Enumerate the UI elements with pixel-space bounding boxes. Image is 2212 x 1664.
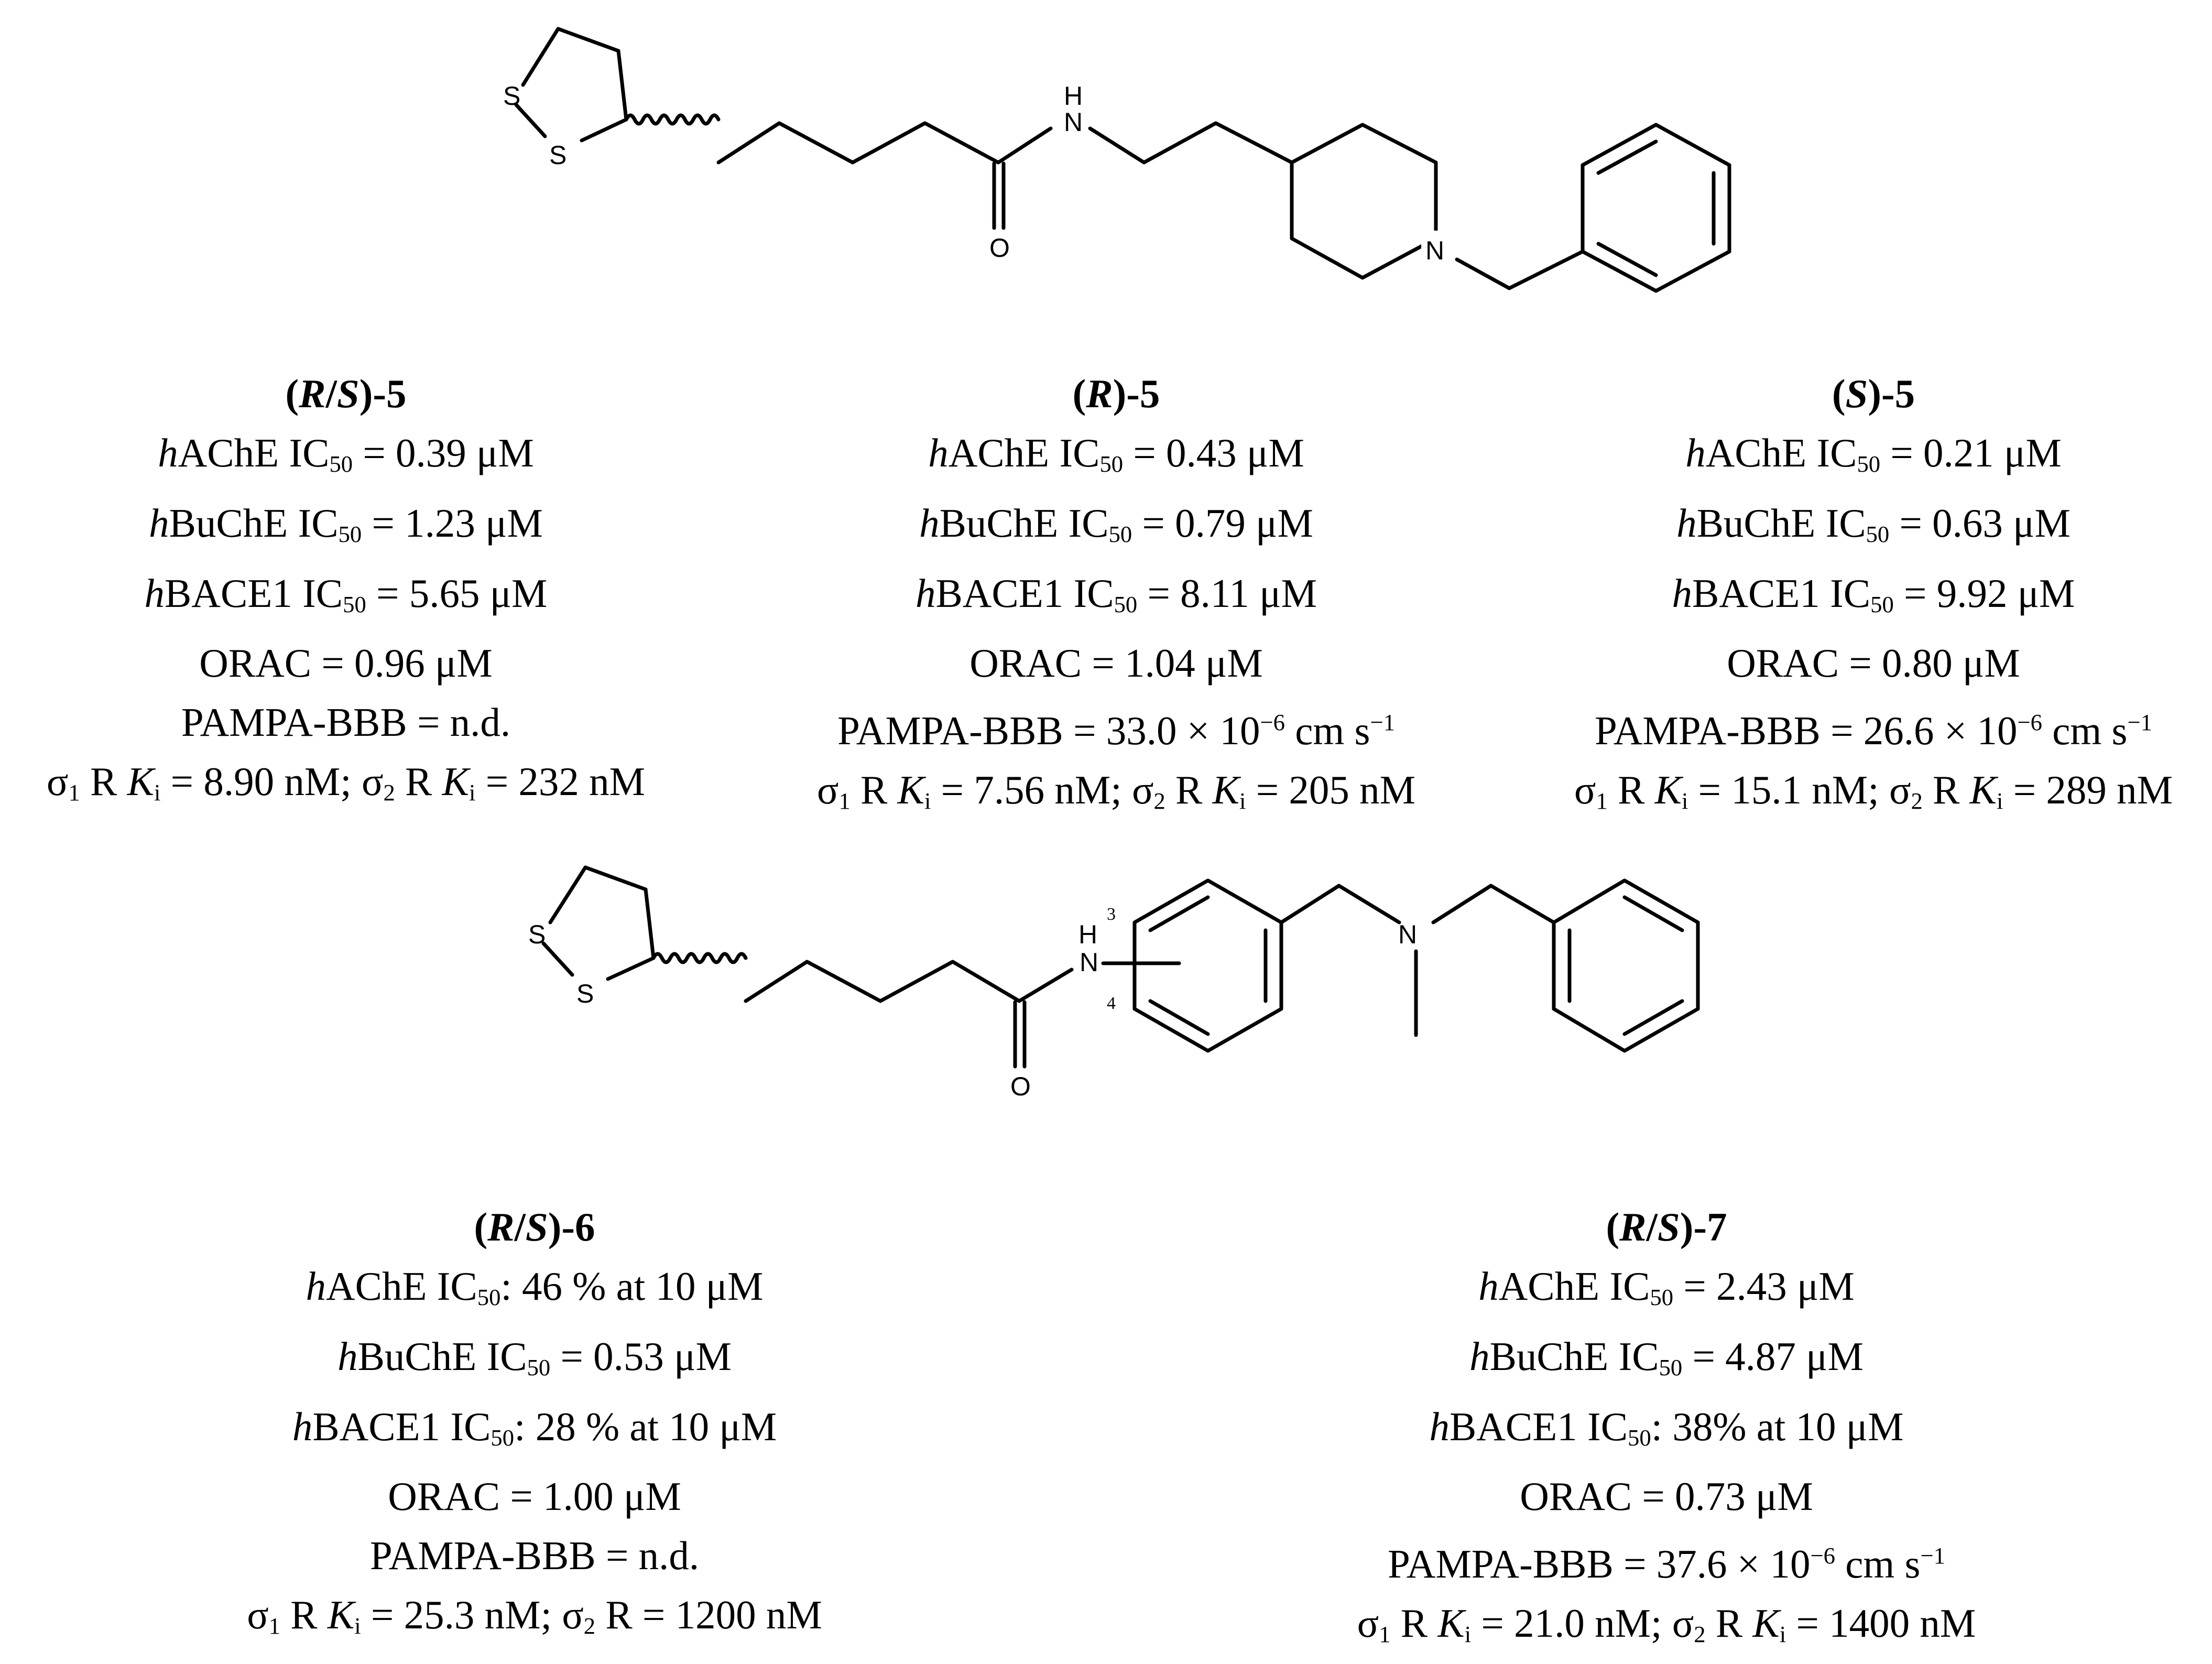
bond: [580, 117, 628, 143]
bond: [1507, 249, 1585, 290]
wavy-stereo-bond: [651, 952, 748, 964]
compound-block-s5: (S)-5 hAChE IC50 = 0.21 μM hBuChE IC50 =…: [1538, 364, 2209, 831]
compound-name: (R/S)-7: [1606, 1204, 1727, 1249]
atom-label-n: N: [1398, 920, 1417, 949]
atom-label-s: S: [503, 81, 520, 111]
hbuche-value: hBuChE IC50 = 0.79 μM: [919, 500, 1313, 547]
pampa-value: PAMPA-BBB = 37.6 × 10−6 cm s−1: [1387, 1541, 1946, 1587]
hbace1-value: hBACE1 IC50 = 5.65 μM: [144, 570, 548, 617]
compound-block-rs7: (R/S)-7 hAChE IC50 = 2.43 μM hBuChE IC50…: [1321, 1198, 2012, 1664]
atom-label-h: H: [1064, 81, 1083, 111]
wavy-stereo-bond: [624, 113, 721, 126]
atom-label-s: S: [549, 140, 566, 170]
hbuche-value: hBuChE IC50 = 0.53 μM: [337, 1333, 732, 1380]
alkyl-chain: [716, 121, 1000, 165]
ethyl-linker: [1088, 121, 1294, 165]
benzene-ring: [1132, 878, 1283, 1053]
hbace1-value: hBACE1 IC50: 38% at 10 μM: [1429, 1404, 1904, 1451]
hbuche-value: hBuChE IC50 = 4.87 μM: [1469, 1333, 1864, 1380]
aromatic-bond: [1148, 895, 1210, 932]
bond: [1017, 967, 1074, 1003]
bond: [514, 103, 547, 138]
aromatic-bond: [1622, 999, 1684, 1036]
bond: [521, 27, 560, 87]
bond: [1455, 257, 1511, 290]
hbuche-value: hBuChE IC50 = 1.23 μM: [149, 500, 543, 547]
bond: [1279, 884, 1341, 925]
benzene-ring: [1581, 123, 1731, 293]
structure-1-diagram: S S O H N N: [503, 27, 1731, 293]
hache-value: hAChE IC50: 46 % at 10 μM: [306, 1264, 764, 1310]
atom-label-s: S: [576, 979, 594, 1008]
pampa-value: PAMPA-BBB = n.d.: [369, 1533, 700, 1579]
orac-value: ORAC = 0.80 μM: [1727, 640, 2020, 686]
compound-name: (R/S)-5: [285, 371, 407, 416]
compound-name: (R)-5: [1072, 371, 1160, 416]
orac-value: ORAC = 1.00 μM: [388, 1474, 681, 1519]
hache-value: hAChE IC50 = 0.43 μM: [928, 430, 1304, 477]
atom-label-s: S: [528, 920, 546, 949]
sigma-receptor-values: σ1 R Ki = 21.0 nM; σ2 R Ki = 1400 nM: [1357, 1601, 1976, 1648]
bond: [616, 49, 628, 122]
bond: [996, 126, 1053, 165]
bond: [556, 27, 620, 53]
atom-label-h: H: [1078, 920, 1097, 949]
bond: [548, 865, 587, 925]
bond: [606, 956, 656, 981]
compound-name: (R/S)-6: [474, 1204, 595, 1249]
compound-block-r5: (R)-5 hAChE IC50 = 0.43 μM hBuChE IC50 =…: [770, 364, 1462, 831]
position-label: 3: [1107, 905, 1116, 924]
pampa-value: PAMPA-BBB = n.d.: [181, 700, 511, 745]
hbace1-value: hBACE1 IC50 = 8.11 μM: [915, 570, 1317, 617]
benzene-ring: [1552, 878, 1700, 1053]
aromatic-bond: [1148, 999, 1210, 1036]
hache-value: hAChE IC50 = 0.39 μM: [158, 430, 534, 477]
position-label: 4: [1107, 994, 1116, 1013]
compound-block-rs5: (R/S)-5 hAChE IC50 = 0.39 μM hBuChE IC50…: [10, 364, 681, 822]
hache-value: hAChE IC50 = 2.43 μM: [1478, 1264, 1855, 1310]
bond: [541, 941, 574, 977]
aromatic-bond: [1596, 242, 1658, 277]
orac-value: ORAC = 0.96 μM: [199, 640, 493, 686]
aromatic-bond: [1596, 139, 1658, 175]
hbuche-value: hBuChE IC50 = 0.63 μM: [1676, 500, 2071, 547]
sigma-receptor-values: σ1 R Ki = 25.3 nM; σ2 R = 1200 nM: [247, 1592, 822, 1639]
pampa-value: PAMPA-BBB = 33.0 × 10−6 cm s−1: [837, 708, 1396, 754]
hbace1-value: hBACE1 IC50: 28 % at 10 μM: [292, 1404, 777, 1451]
bond: [1337, 884, 1401, 925]
compound-block-rs6: (R/S)-6 hAChE IC50: 46 % at 10 μM hBuChE…: [199, 1198, 870, 1656]
bond: [1431, 884, 1493, 925]
sigma-receptor-values: σ1 R Ki = 15.1 nM; σ2 R Ki = 289 nM: [1574, 767, 2173, 814]
bond: [583, 865, 648, 891]
structure-2-diagram: S S O H N 3 4 N: [528, 865, 1700, 1101]
bond: [644, 887, 656, 960]
orac-value: ORAC = 1.04 μM: [969, 640, 1263, 686]
orac-value: ORAC = 0.73 μM: [1520, 1474, 1813, 1519]
aromatic-bond: [1622, 895, 1684, 932]
sigma-receptor-values: σ1 R Ki = 8.90 nM; σ2 R Ki = 232 nM: [46, 759, 646, 806]
sigma-receptor-values: σ1 R Ki = 7.56 nM; σ2 R Ki = 205 nM: [816, 767, 1416, 814]
atom-label-n: N: [1064, 107, 1083, 137]
atom-label-o: O: [989, 233, 1010, 263]
pampa-value: PAMPA-BBB = 26.6 × 10−6 cm s−1: [1594, 708, 2153, 754]
atom-label-n: N: [1425, 236, 1444, 265]
hache-value: hAChE IC50 = 0.21 μM: [1685, 430, 2062, 477]
alkyl-chain: [744, 960, 1021, 1003]
hbace1-value: hBACE1 IC50 = 9.92 μM: [1672, 570, 2075, 617]
compound-name: (S)-5: [1832, 371, 1915, 416]
atom-label-n: N: [1080, 948, 1098, 977]
bond: [1489, 884, 1556, 925]
atom-label-o: O: [1010, 1072, 1031, 1101]
